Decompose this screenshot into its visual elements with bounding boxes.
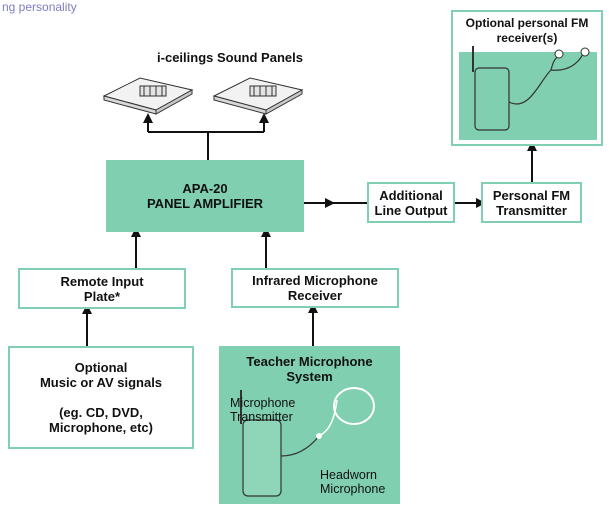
amp-to-panels-connector [143, 113, 269, 160]
headworn-microphone-label: Headworn Microphone [320, 468, 386, 496]
microphone-transmitter-label: Microphone Transmitter [230, 396, 296, 424]
sound-panel-icon [212, 77, 304, 115]
optional-music-box: Optional Music or AV signals (eg. CD, DV… [8, 346, 194, 449]
panel-amplifier-box: APA-20 PANEL AMPLIFIER [106, 160, 304, 232]
amplifier-model: APA-20 [182, 181, 228, 196]
teacher-microphone-icon [240, 387, 375, 497]
additional-output-box: Additional Line Output [367, 182, 455, 223]
fm-receiver-icon [472, 46, 590, 131]
sound-panel-icon [102, 77, 194, 115]
remote-input-box: Remote Input Plate* [18, 268, 186, 309]
top-text-fragment: ng personality [2, 0, 77, 14]
fm-receiver-box: Optional personal FM receiver(s) [451, 10, 603, 146]
sound-panel-icons [102, 77, 304, 115]
ir-receiver-box: Infrared Microphone Receiver [231, 268, 399, 308]
amplifier-name: PANEL AMPLIFIER [146, 196, 264, 211]
sound-panels-title: i-ceilings Sound Panels [157, 50, 303, 65]
fm-transmitter-box: Personal FM Transmitter [481, 182, 582, 223]
